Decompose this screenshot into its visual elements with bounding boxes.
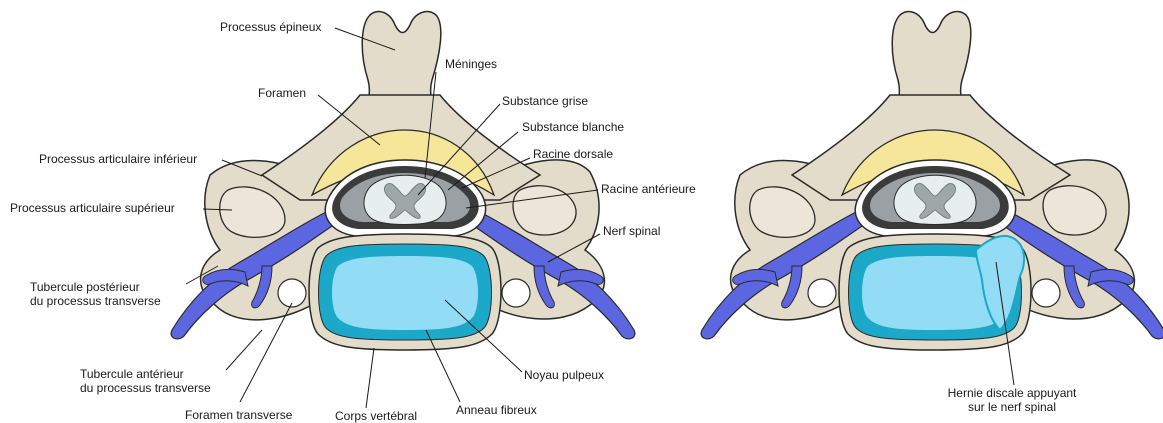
label-foramen-transverse: Foramen transverse xyxy=(185,408,292,422)
label-hernie-line2: sur le nerf spinal xyxy=(932,400,1092,414)
label-tubercule-anterieur-line1: Tubercule antérieur xyxy=(80,367,211,381)
label-anneau-fibreux: Anneau fibreux xyxy=(456,403,537,417)
label-foramen: Foramen xyxy=(258,86,306,100)
label-processus-articulaire-superieur: Processus articulaire supérieur xyxy=(10,201,175,215)
normal-vertebra xyxy=(171,12,635,350)
label-tubercule-anterieur: Tubercule antérieur du processus transve… xyxy=(80,367,211,395)
label-corps-vertebral: Corps vertébral xyxy=(335,409,417,423)
label-tubercule-posterieur-line1: Tubercule postérieur xyxy=(30,280,161,294)
label-hernie-discale: Hernie discale appuyant sur le nerf spin… xyxy=(932,386,1092,414)
label-tubercule-posterieur: Tubercule postérieur du processus transv… xyxy=(30,280,161,308)
label-noyau-pulpeux: Noyau pulpeux xyxy=(524,368,604,382)
label-processus-articulaire-inferieur: Processus articulaire inférieur xyxy=(39,152,197,166)
label-tubercule-anterieur-line2: du processus transverse xyxy=(80,381,211,395)
herniated-vertebra xyxy=(701,12,1163,350)
label-processus-epineux: Processus épineux xyxy=(220,20,321,34)
nucleus-pulposus xyxy=(332,256,478,330)
label-racine-dorsale: Racine dorsale xyxy=(533,147,613,161)
label-meninges: Méninges xyxy=(445,57,497,71)
label-tubercule-posterieur-line2: du processus transverse xyxy=(30,294,161,308)
label-nerf-spinal: Nerf spinal xyxy=(603,224,660,238)
label-hernie-line1: Hernie discale appuyant xyxy=(932,386,1092,400)
label-racine-anterieure: Racine antérieure xyxy=(601,182,696,196)
label-substance-blanche: Substance blanche xyxy=(522,120,624,134)
label-substance-grise: Substance grise xyxy=(502,94,588,108)
